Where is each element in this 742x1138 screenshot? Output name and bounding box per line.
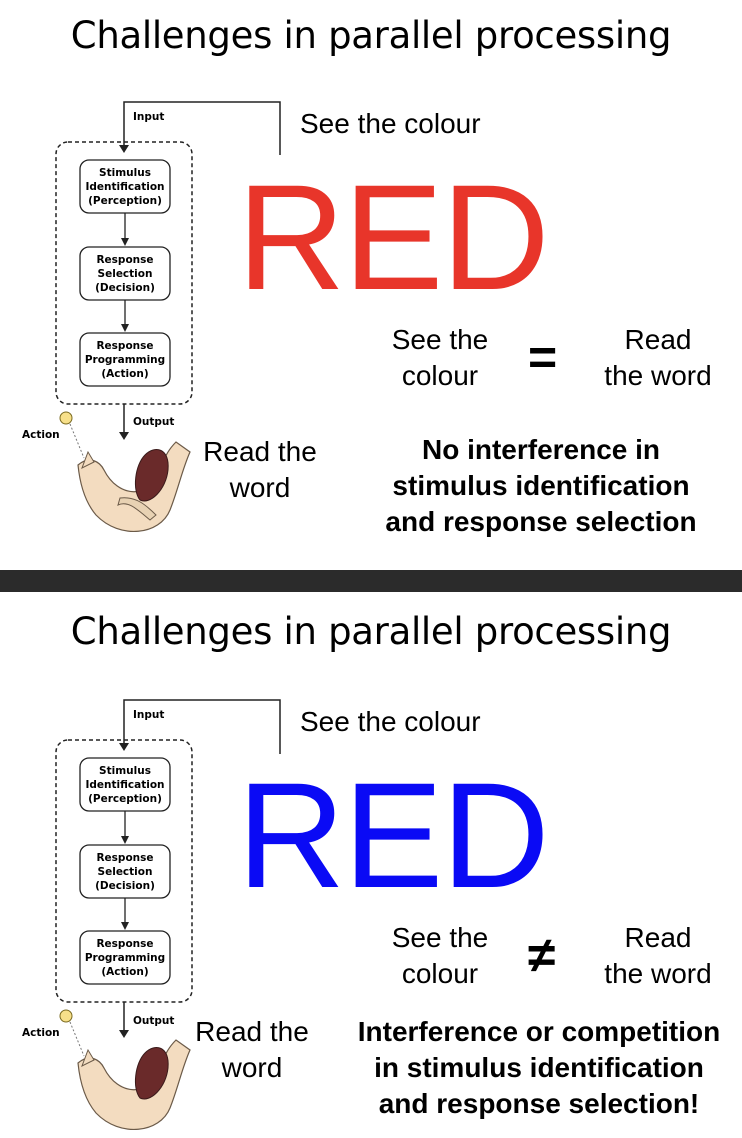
box-2-line-3: (Decision) bbox=[95, 880, 155, 892]
input-label: Input bbox=[133, 111, 164, 123]
processing-diagram: Input Stimulus Identification (Perceptio… bbox=[22, 699, 281, 1131]
compare-right-line-1: Read bbox=[624, 922, 692, 953]
processing-diagram: Input Stimulus Identification (Perceptio… bbox=[22, 101, 281, 533]
compare-right-line-2: the word bbox=[604, 958, 712, 989]
compare-left-line-1: See the bbox=[391, 324, 489, 355]
compare-right: Read the word bbox=[594, 920, 722, 992]
conclusion-line-1: Interference or competition bbox=[357, 1016, 721, 1047]
box-response-programming bbox=[79, 930, 171, 985]
input-arrow bbox=[119, 145, 129, 153]
see-colour-label: See the colour bbox=[300, 706, 481, 737]
slide-title: Challenges in parallel processing bbox=[70, 14, 672, 57]
box-2-line-1: Response bbox=[96, 852, 153, 864]
arrow-down-icon bbox=[121, 324, 129, 332]
slide-title: Challenges in parallel processing bbox=[70, 610, 672, 653]
arrow-down-icon bbox=[121, 922, 129, 930]
box-2-line-2: Selection bbox=[98, 866, 153, 878]
box-3-line-3: (Action) bbox=[101, 966, 148, 978]
box-1-line-1: Stimulus bbox=[99, 765, 151, 777]
action-target-icon bbox=[59, 411, 73, 425]
not-equal-icon: ≠ bbox=[528, 927, 556, 983]
compare-left-line-2: colour bbox=[401, 958, 479, 989]
compare-right-line-2: the word bbox=[604, 360, 712, 391]
read-the-word-label: Read the word bbox=[194, 434, 326, 506]
input-arrow bbox=[119, 743, 129, 751]
compare-left-line-2: colour bbox=[401, 360, 479, 391]
equals-icon: = bbox=[528, 329, 558, 385]
output-label: Output bbox=[133, 1015, 174, 1027]
box-2-line-1: Response bbox=[96, 254, 153, 266]
action-label: Action bbox=[22, 429, 60, 441]
input-line bbox=[123, 699, 281, 754]
compare-left-line-1: See the bbox=[391, 922, 489, 953]
conclusion-line-2: in stimulus identification bbox=[374, 1052, 704, 1083]
arrow-down-icon bbox=[121, 836, 129, 844]
conclusion-line-3: and response selection bbox=[385, 506, 697, 537]
conclusion-text: Interference or competition in stimulus … bbox=[340, 1014, 738, 1122]
compare-right-line-1: Read bbox=[624, 324, 692, 355]
read-word-line-2: word bbox=[221, 1052, 283, 1083]
output-arrow bbox=[119, 432, 129, 440]
box-response-programming bbox=[79, 332, 171, 387]
read-word-line-1: Read the bbox=[203, 436, 317, 467]
input-label: Input bbox=[133, 709, 164, 721]
read-the-word-label: Read the word bbox=[186, 1014, 318, 1086]
arrow-down-icon bbox=[121, 238, 129, 246]
box-3-line-1: Response bbox=[96, 938, 153, 950]
see-colour-label: See the colour bbox=[300, 108, 481, 139]
conclusion-line-1: No interference in bbox=[421, 434, 661, 465]
box-2-line-3: (Decision) bbox=[95, 282, 155, 294]
box-1-line-3: (Perception) bbox=[88, 195, 162, 207]
stimulus-word: RED bbox=[237, 751, 550, 919]
slide-bottom: Challenges in parallel processing Input … bbox=[0, 592, 742, 1138]
compare-left: See the colour bbox=[380, 322, 500, 394]
action-target-icon bbox=[59, 1009, 73, 1023]
stimulus-word: RED bbox=[237, 153, 550, 321]
compare-left: See the colour bbox=[380, 920, 500, 992]
box-3-line-2: Programming bbox=[85, 354, 165, 366]
box-1-line-2: Identification bbox=[85, 779, 164, 791]
output-arrow bbox=[119, 1030, 129, 1038]
box-1-line-2: Identification bbox=[85, 181, 164, 193]
compare-right: Read the word bbox=[594, 322, 722, 394]
conclusion-line-3: and response selection! bbox=[378, 1088, 700, 1119]
action-label: Action bbox=[22, 1027, 60, 1039]
box-3-line-3: (Action) bbox=[101, 368, 148, 380]
box-2-line-2: Selection bbox=[98, 268, 153, 280]
slide-top: Challenges in parallel processing Input … bbox=[22, 14, 722, 540]
box-3-line-2: Programming bbox=[85, 952, 165, 964]
read-word-line-2: word bbox=[229, 472, 291, 503]
conclusion-line-2: stimulus identification bbox=[392, 470, 690, 501]
arm-icon bbox=[77, 441, 191, 533]
conclusion-text: No interference in stimulus identificati… bbox=[360, 432, 722, 540]
box-1-line-1: Stimulus bbox=[99, 167, 151, 179]
box-1-line-3: (Perception) bbox=[88, 793, 162, 805]
input-line bbox=[123, 101, 281, 155]
arm-icon bbox=[77, 1039, 191, 1131]
output-label: Output bbox=[133, 416, 174, 428]
slide-divider bbox=[0, 570, 742, 592]
read-word-line-1: Read the bbox=[195, 1016, 309, 1047]
box-3-line-1: Response bbox=[96, 340, 153, 352]
